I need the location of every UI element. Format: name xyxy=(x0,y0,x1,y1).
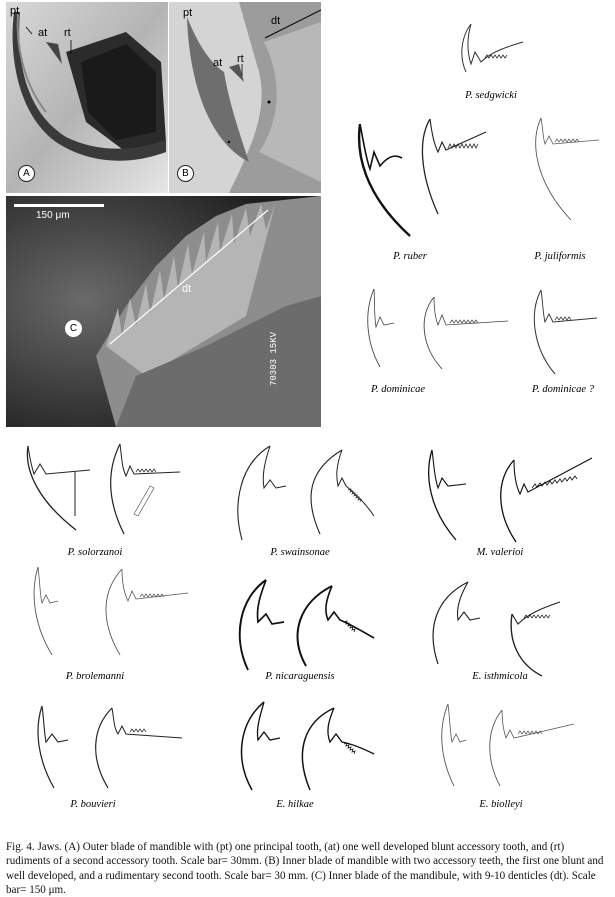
figure-caption: Fig. 4. Jaws. (A) Outer blade of mandibl… xyxy=(6,841,604,896)
species-label: E. biolleyi xyxy=(479,799,523,810)
label-at: at xyxy=(213,57,223,69)
jaw-drawing-e-hilkae xyxy=(240,701,375,791)
species-label: E. isthmicola xyxy=(472,671,528,682)
label-dt: dt xyxy=(182,283,192,295)
species-label: M. valerioi xyxy=(476,547,524,558)
jaw-drawing-e-biolleyi xyxy=(441,703,575,787)
label-pt: pt xyxy=(10,5,20,17)
photo-panel-c: 150 μm dt C 70303 15KV xyxy=(6,196,321,427)
sem-imprint: 70303 15KV xyxy=(269,331,279,386)
jaw-drawing-p-ruber xyxy=(357,118,487,237)
jaw-drawing-e-isthmicola xyxy=(432,581,561,677)
mandible-inner-blade-image xyxy=(169,2,321,193)
label-rt: rt xyxy=(64,27,71,39)
jaw-drawing-p-sedgwicki xyxy=(461,23,524,73)
jaw-drawing-p-bouvieri xyxy=(37,705,183,789)
jaw-drawing-p-brolemanni xyxy=(33,566,189,656)
label-pt: pt xyxy=(183,7,193,19)
species-label: P. solorzanoi xyxy=(67,547,123,558)
species-label: P. brolemanni xyxy=(65,671,125,682)
photo-panel-a: pt at rt A xyxy=(6,2,168,193)
species-label: P. dominicae xyxy=(370,384,426,395)
species-label: P. bouvieri xyxy=(70,799,116,810)
species-label: E. hilkae xyxy=(276,799,314,810)
panel-a-marker: A xyxy=(18,165,35,182)
jaw-drawing-p-juliformis xyxy=(535,117,600,221)
mandible-outer-blade-image xyxy=(6,2,168,193)
species-label: P. dominicae ? xyxy=(532,384,594,395)
jaw-drawing-m-valerioi xyxy=(428,449,593,543)
species-label: P. juliformis xyxy=(534,251,586,262)
photo-panel-b: pt at rt dt B xyxy=(169,2,321,193)
jaw-drawing-p-solorzanoi xyxy=(26,443,181,535)
species-label: P. swainsonae xyxy=(270,547,330,558)
label-rt: rt xyxy=(237,53,244,65)
species-label: P. sedgwicki xyxy=(465,90,517,101)
species-label: P. nicaraguensis xyxy=(265,671,335,682)
label-dt: dt xyxy=(271,15,281,27)
panel-b-marker: B xyxy=(177,165,194,182)
jaw-drawing-p-dominicae xyxy=(367,288,509,370)
scale-bar-label: 150 μm xyxy=(36,210,70,221)
label-at: at xyxy=(38,27,48,39)
jaw-drawing-p-dominicae-uncertain xyxy=(533,289,598,375)
mandible-denticles-sem-image xyxy=(6,196,321,427)
species-label: P. ruber xyxy=(393,251,427,262)
jaw-drawing-p-swainsonae xyxy=(237,445,375,541)
jaw-drawing-p-nicaraguensis xyxy=(238,579,375,671)
panel-c-marker: C xyxy=(65,320,82,337)
